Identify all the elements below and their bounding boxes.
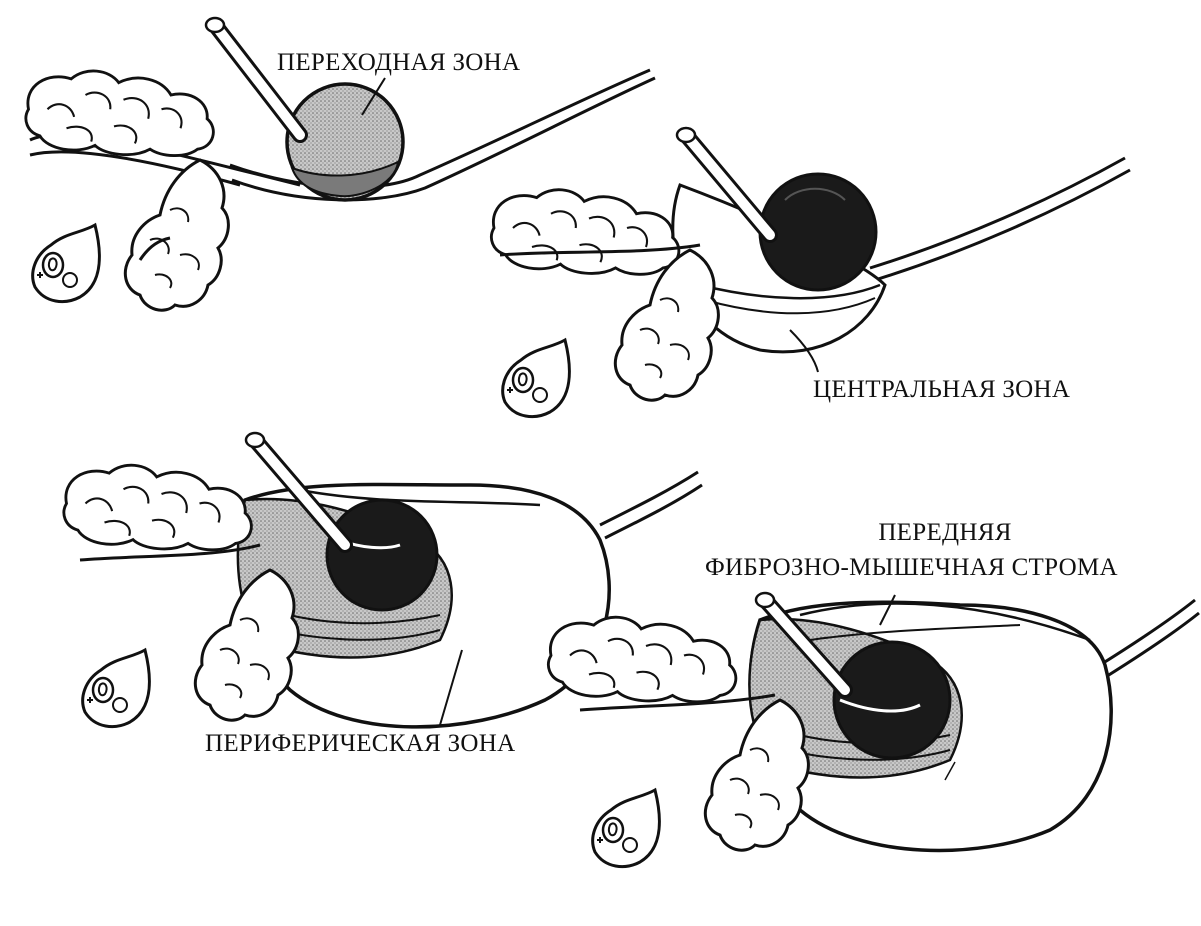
- panel-anterior-stroma: [548, 593, 1199, 867]
- label-peripheral-zone: ПЕРИФЕРИЧЕСКАЯ ЗОНА: [205, 731, 516, 756]
- label-central-zone: ЦЕНТРАЛЬНАЯ ЗОНА: [813, 377, 1070, 402]
- label-transition-zone: ПЕРЕХОДНАЯ ЗОНА: [277, 50, 520, 75]
- label-anterior-stroma-line2: ФИБРОЗНО-МЫШЕЧНАЯ СТРОМА: [705, 555, 1118, 580]
- panel-central-zone: [491, 128, 1130, 417]
- label-anterior-stroma-line1: ПЕРЕДНЯЯ: [845, 520, 1045, 545]
